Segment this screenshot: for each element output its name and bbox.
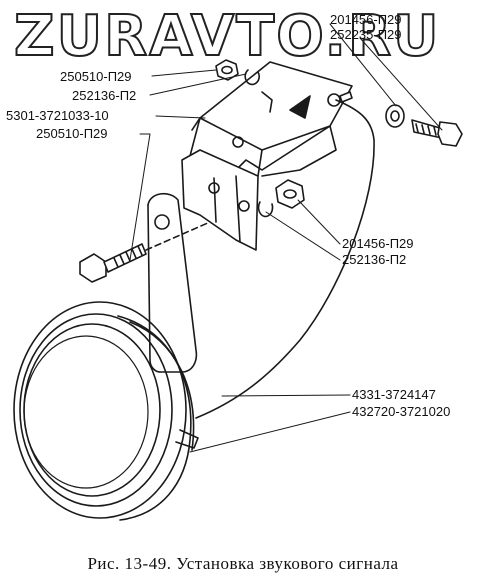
label-252136-p2-mid: 252136-П2 — [342, 252, 407, 267]
watermark-logo: ZURAVTO.RU — [13, 3, 441, 70]
bolt-left — [79, 221, 211, 283]
horn-signal — [13, 301, 199, 521]
label-252136-p2-top: 252136-П2 — [72, 88, 137, 103]
label-250510-p29-top: 250510-П29 — [60, 69, 132, 84]
label-201456-p29-top: 201456-П29 — [330, 12, 402, 27]
nut-middle-right — [257, 179, 305, 218]
label-432720-3721020: 432720-3721020 — [352, 404, 451, 419]
label-201456-p29-mid: 201456-П29 — [342, 236, 414, 251]
label-5301-3721033-10: 5301-3721033-10 — [6, 108, 109, 123]
bolt-top-right — [385, 104, 463, 147]
label-4331-3724147: 4331-3724147 — [352, 387, 436, 402]
signal-wire — [195, 91, 375, 419]
label-252235-p29: 252235-П29 — [330, 27, 402, 42]
main-bracket — [181, 61, 353, 251]
label-250510-p29-bottom: 250510-П29 — [36, 126, 108, 141]
leader-lines — [129, 23, 443, 453]
horn-bracket-strip — [147, 192, 198, 373]
figure-caption: Рис. 13-49. Установка звукового сигнала — [87, 554, 399, 573]
